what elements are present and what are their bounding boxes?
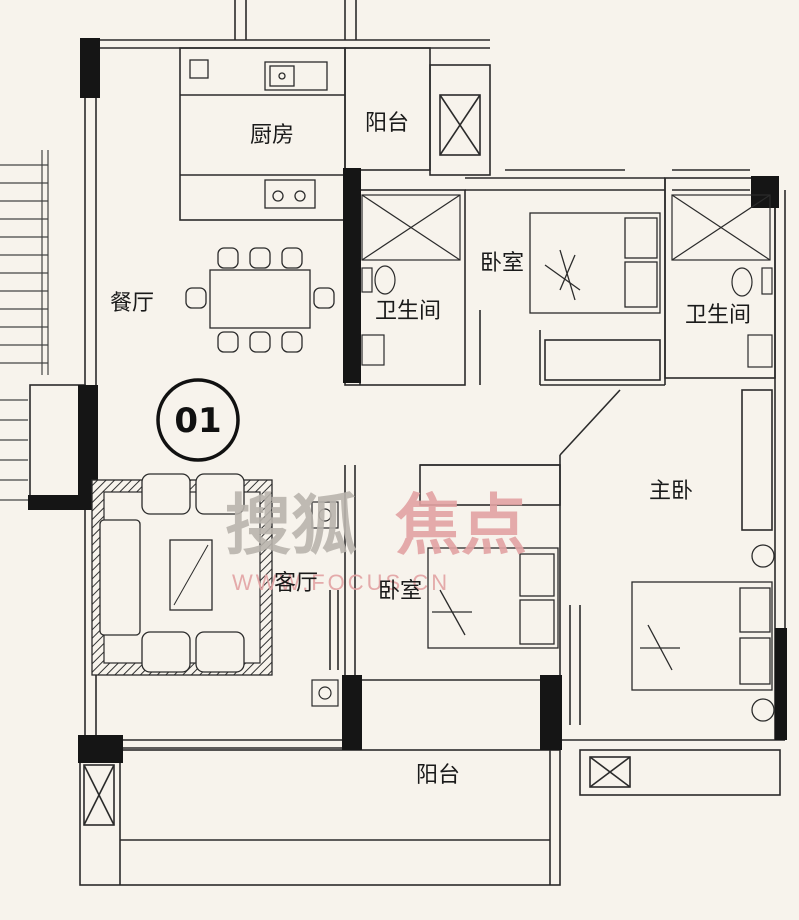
watermark-url: WWW.FOCUS.CN: [232, 570, 450, 595]
watermark-text-red: 焦点: [395, 487, 527, 564]
ceiling-light-symbols: [311, 501, 339, 707]
master-bedroom-label: 主卧: [649, 479, 693, 504]
bedroom-1-label: 卧室: [480, 251, 524, 276]
bathroom-2-label: 卫生间: [685, 303, 751, 328]
stair-hatch: [0, 150, 49, 501]
living-room-label: 客厅: [274, 571, 318, 596]
kitchen-label: 厨房: [250, 123, 294, 148]
dining-room-label: 餐厅: [110, 291, 154, 316]
balcony-north-label: 阳台: [365, 111, 409, 136]
bedroom-1-bed: [529, 212, 661, 314]
bathroom-1-label: 卫生间: [375, 299, 441, 324]
bedroom-2-bed: [427, 547, 559, 649]
master-bed: [631, 544, 775, 722]
kitchen-fixtures: [189, 59, 328, 209]
dining-set: [185, 247, 335, 353]
unit-number: 01: [174, 401, 221, 441]
room-labels: 厨房 阳台 餐厅 卫生间 卧室 卫生间 主卧 客厅 卧室 阳台: [110, 111, 751, 788]
bedroom-2-label: 卧室: [378, 579, 422, 604]
balcony-south-label: 阳台: [416, 763, 460, 788]
unit-number-circle: [156, 378, 240, 462]
bathroom-1-fixtures: [361, 194, 461, 366]
living-sofa-set: [91, 473, 273, 676]
watermark-text-gray: 搜狐: [225, 487, 357, 564]
watermark: 搜狐 焦点 WWW.FOCUS.CN: [225, 487, 527, 595]
wall-columns: [28, 38, 787, 763]
bathroom-2-fixtures: [671, 194, 773, 368]
